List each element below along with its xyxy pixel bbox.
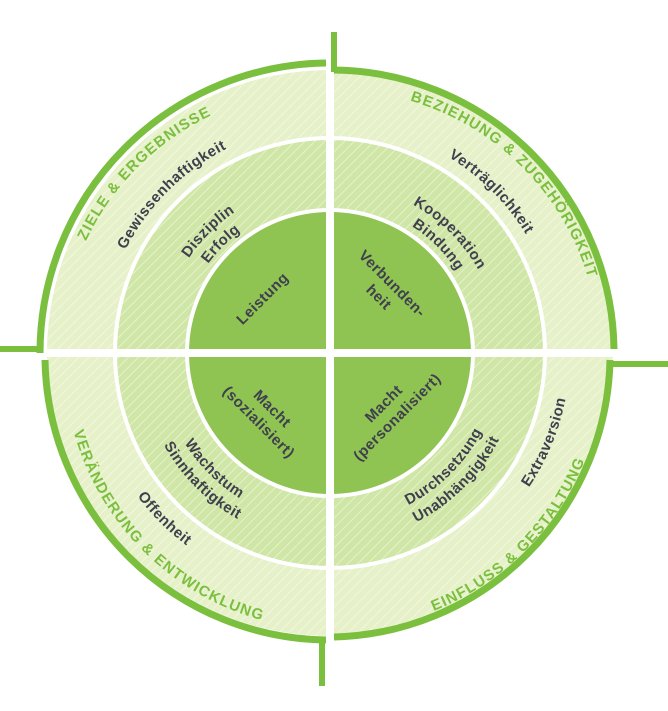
outer-arcs bbox=[36, 59, 618, 644]
arc-bottom-left bbox=[41, 359, 327, 644]
horizontal-divider bbox=[40, 349, 620, 357]
arc-top-right bbox=[333, 66, 618, 350]
arc-bottom-right bbox=[333, 359, 614, 641]
arc-top-left bbox=[36, 59, 327, 354]
axis-extensions bbox=[0, 32, 668, 686]
